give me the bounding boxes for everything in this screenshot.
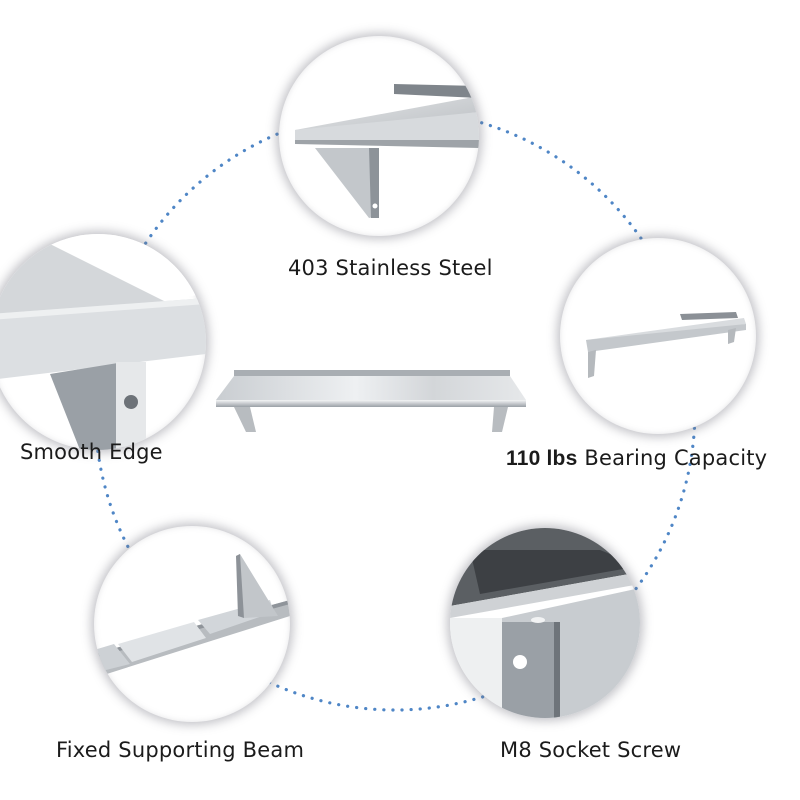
- feature-label-supporting-beam: Fixed Supporting Beam: [56, 738, 305, 762]
- wall-shelf-side-view-icon: [586, 312, 746, 378]
- shelf-bracket-closeup-icon: [295, 84, 479, 218]
- capacity-text: Bearing Capacity: [584, 446, 768, 470]
- bracket-screw-hole-closeup-icon: [450, 528, 640, 718]
- feature-bubble-smooth-edge: [0, 234, 206, 450]
- capacity-value: 110 lbs: [506, 447, 578, 470]
- feature-label-stainless-steel: 403 Stainless Steel: [288, 256, 493, 280]
- shelf-underside-beam-icon: [94, 554, 290, 678]
- rounded-edge-closeup-icon: [0, 234, 206, 450]
- feature-bubble-bearing-capacity: [560, 238, 756, 434]
- feature-bubble-socket-screw: [450, 528, 640, 718]
- feature-label-smooth-edge: Smooth Edge: [20, 440, 163, 464]
- feature-bubble-stainless-steel: [279, 36, 479, 236]
- feature-label-socket-screw: M8 Socket Screw: [500, 738, 682, 762]
- feature-label-bearing-capacity: 110 lbs Bearing Capacity: [506, 446, 767, 471]
- wall-shelf-product-image: [216, 370, 526, 432]
- feature-bubble-supporting-beam: [94, 526, 290, 722]
